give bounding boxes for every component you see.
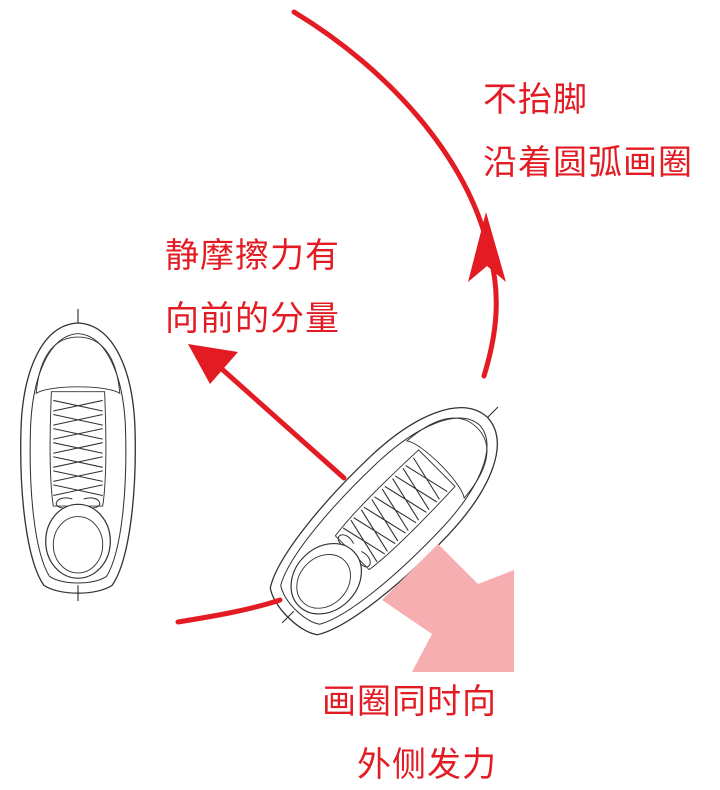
label-outward-line1: 画圈同时向 — [322, 682, 497, 722]
circle-arc-bottom — [175, 597, 283, 625]
outward-force-arrow — [382, 544, 514, 672]
label-outward-line2: 外侧发力 — [357, 745, 497, 785]
label-friction-line2: 向前的分量 — [165, 299, 340, 339]
label-draw-arc: 沿着圆弧画圈 — [483, 143, 693, 183]
label-no-lift-foot: 不抬脚 — [483, 80, 588, 120]
shoe-left — [20, 308, 136, 602]
friction-arrow-line — [211, 359, 347, 481]
arc-arrowhead — [468, 212, 506, 282]
label-friction-line1: 静摩擦力有 — [165, 236, 340, 276]
friction-arrowhead — [188, 344, 238, 384]
circle-arc-path — [291, 9, 499, 379]
